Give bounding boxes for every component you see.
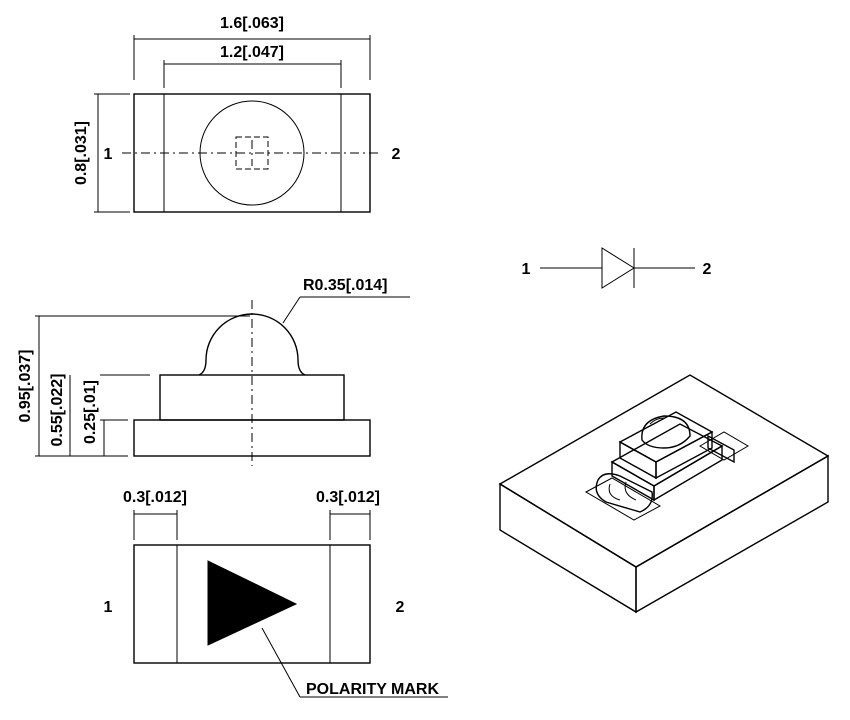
bottom-view: 0.3[.012] 0.3[.012] 1 2 POLARITY MARK — [104, 489, 448, 698]
iso-dome-highlight — [649, 417, 665, 425]
polarity-leader-line — [261, 627, 301, 698]
dim-overall-width-label: 1.6[.063] — [220, 15, 284, 32]
dim-height-label: 0.8[.031] — [73, 121, 90, 185]
top-view: 1.6[.063] 1.2[.047] 0.8[.031] 1 2 — [73, 15, 401, 213]
iso-board-side — [635, 454, 829, 614]
isometric-view — [498, 374, 830, 614]
diode-triangle-icon — [601, 247, 635, 289]
polarity-triangle-icon — [207, 560, 298, 646]
iso-substrate-side — [653, 444, 723, 502]
iso-pad-left — [584, 477, 662, 521]
iso-terminal-left — [595, 473, 653, 513]
bottom-view-pin-2-label: 2 — [396, 599, 405, 616]
dim-left-pad-label: 0.3[.012] — [123, 489, 187, 506]
side-view: R0.35[.014] 0.95[.037] 0.55[.022] 0.25[.… — [17, 277, 410, 466]
schematic-pin-2-label: 2 — [703, 261, 712, 278]
radius-leader-line — [282, 296, 301, 324]
top-view-pin-1-label: 1 — [104, 146, 113, 163]
dim-base-height-label: 0.55[.022] — [49, 374, 66, 447]
iso-board-front — [499, 482, 637, 614]
bottom-view-pin-1-label: 1 — [104, 599, 113, 616]
dim-right-pad-label: 0.3[.012] — [316, 489, 380, 506]
iso-body-top — [618, 411, 714, 463]
iso-substrate-front — [611, 460, 655, 502]
radius-label: R0.35[.014] — [303, 277, 388, 294]
iso-body-side — [655, 430, 713, 480]
bottom-view-body-outline — [133, 544, 371, 664]
iso-terminal-right — [707, 434, 735, 464]
diode-schematic: 1 2 — [522, 247, 712, 289]
polarity-mark-label: POLARITY MARK — [306, 681, 439, 698]
iso-dome — [641, 415, 691, 449]
iso-pad-right — [699, 431, 749, 461]
dim-inner-width-label: 1.2[.047] — [220, 44, 284, 61]
schematic-pin-1-label: 1 — [522, 261, 531, 278]
iso-board-top — [498, 374, 830, 568]
dim-substrate-height-label: 0.25[.01] — [82, 380, 99, 444]
dim-total-height-label: 0.95[.037] — [17, 350, 34, 423]
top-view-pin-2-label: 2 — [392, 146, 401, 163]
